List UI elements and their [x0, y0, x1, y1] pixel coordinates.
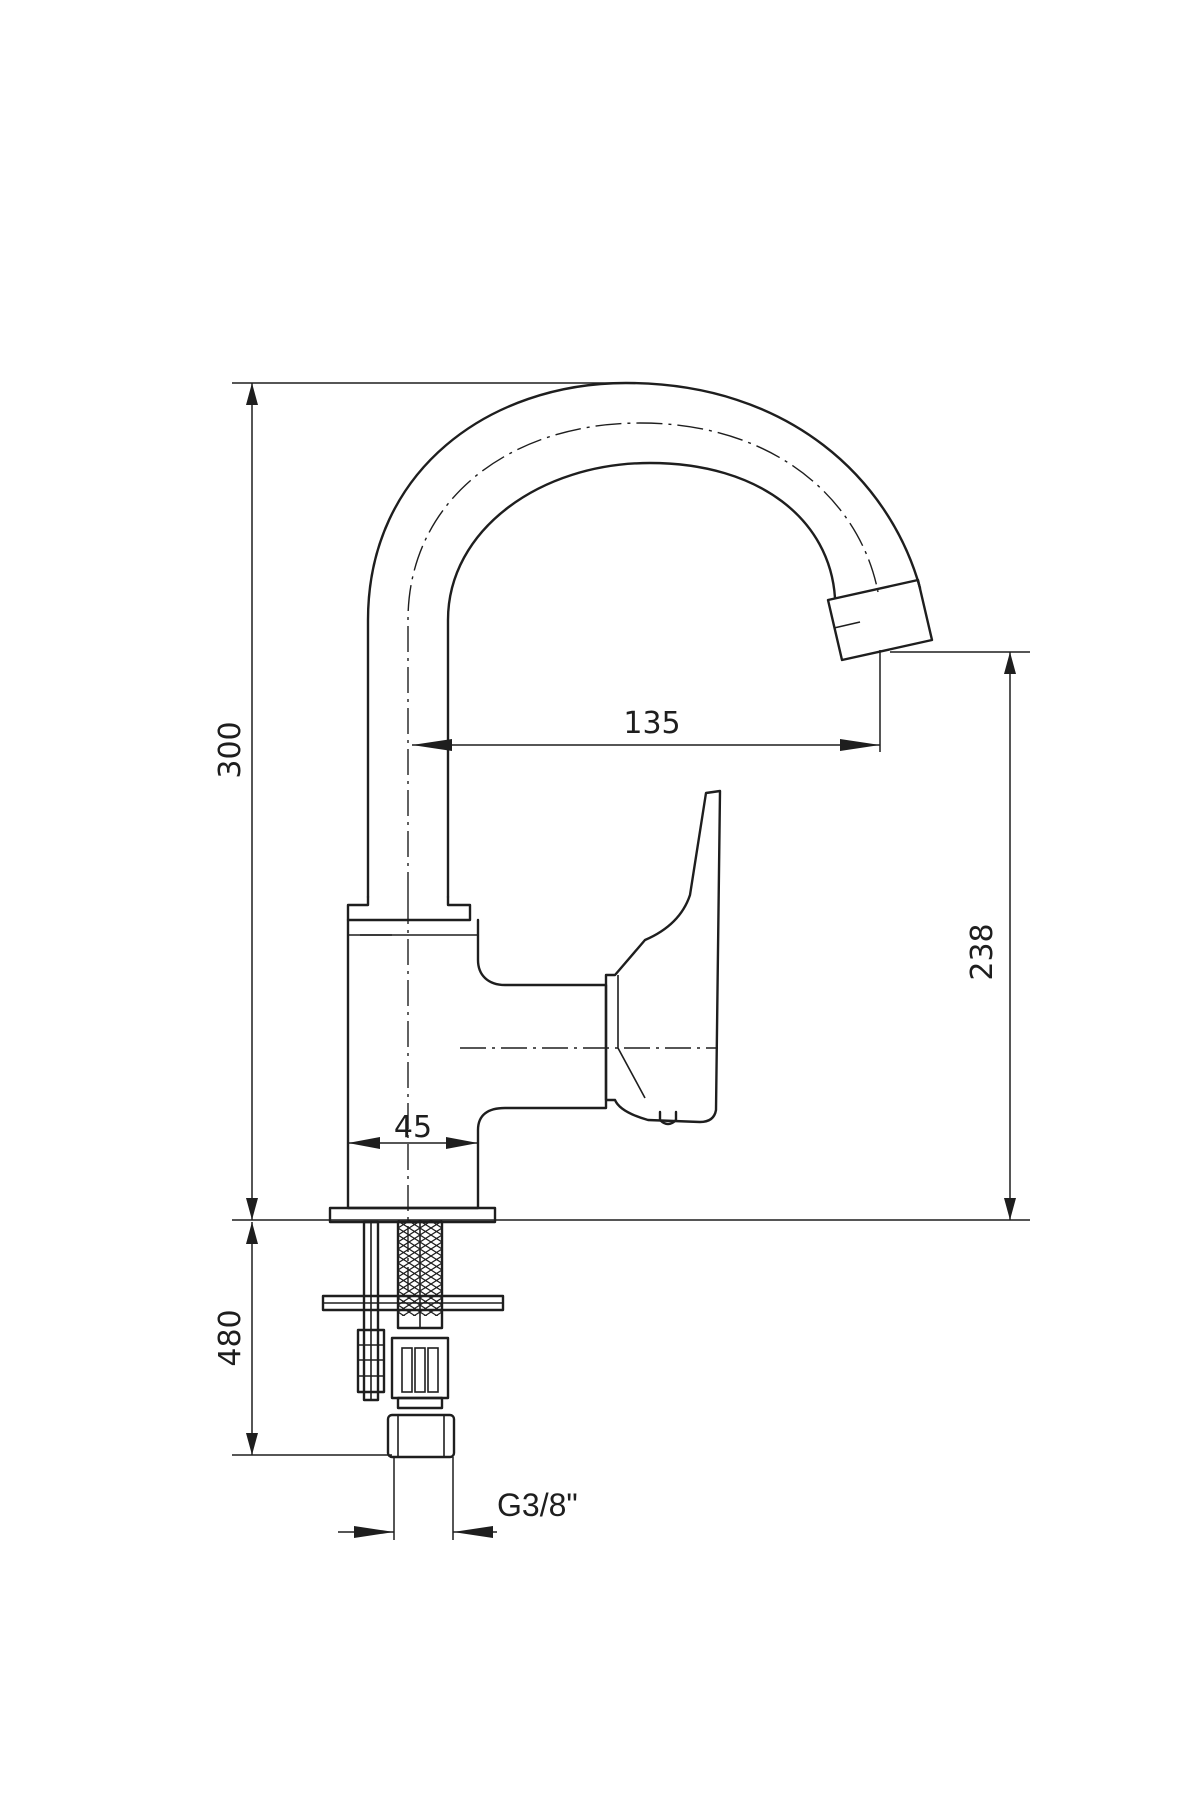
dimension-label-300: 300 — [213, 721, 248, 778]
dimension-label-135: 135 — [623, 706, 680, 741]
dimension-hose-length: 480 — [213, 1222, 392, 1456]
dimension-label-238: 238 — [965, 923, 1000, 980]
dimension-label-45: 45 — [394, 1110, 432, 1145]
dimension-total-height: 300 — [213, 382, 1030, 1221]
connection-nut — [386, 1413, 456, 1459]
dimension-connection-thread: G3/8" — [338, 1457, 578, 1540]
braided-hoses — [396, 1220, 444, 1330]
spout-collar — [346, 895, 472, 922]
mixer-body — [346, 918, 608, 1210]
dimension-spout-reach: 135 — [412, 650, 881, 752]
aerator — [826, 578, 934, 662]
dimension-label-480: 480 — [213, 1309, 248, 1366]
dimension-body-width: 45 — [348, 1110, 478, 1149]
hose-fittings — [390, 1336, 450, 1410]
dimension-label-g3-8: G3/8" — [497, 1487, 578, 1523]
threaded-rod — [356, 1220, 386, 1402]
lever-handle — [604, 789, 722, 1126]
dimension-spout-height: 238 — [890, 651, 1030, 1220]
